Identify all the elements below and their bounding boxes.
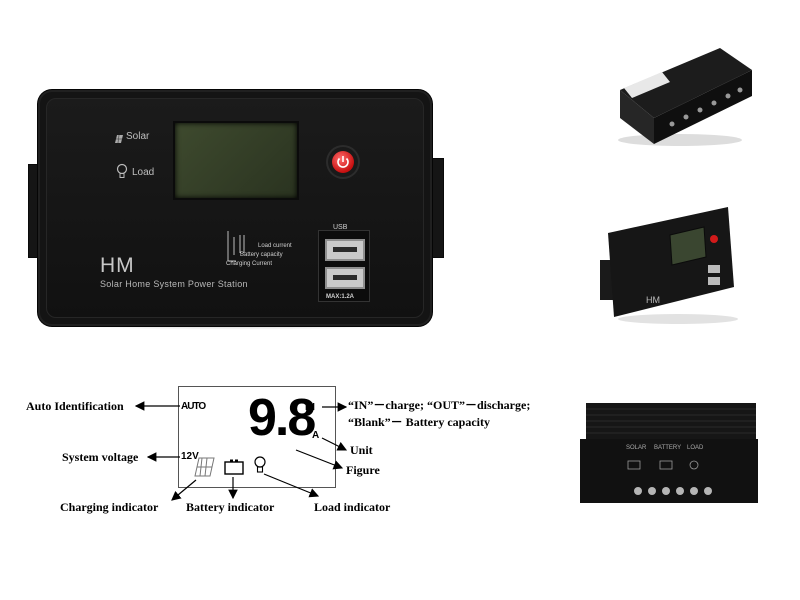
usb-max-label: MAX:1.2A [326,294,355,300]
controller-terminal-image [580,403,758,503]
lcd-auto-text: AUTO [181,401,206,412]
terminal-battery-label: BATTERY [654,445,682,451]
thumbnail-terminal-side: SOLAR BATTERY LOAD [570,395,760,515]
load-bulb-icon [116,163,128,184]
legend-bars-icon [222,229,254,268]
power-button[interactable] [328,147,358,177]
lcd-screen [173,121,299,200]
usb-ports [318,230,370,302]
label-status-line-2: “Blank”－ Battery capacity [348,415,490,429]
label-unit: Unit [350,443,373,457]
lcd-voltage-text: 12V [181,451,199,462]
usb-port-top[interactable] [325,239,365,261]
solar-panel-icon [113,131,123,149]
label-status-line-1: “IN”－charge; “OUT”－discharge; [348,398,531,412]
product-tagline: Solar Home System Power Station [100,279,248,289]
battery-icon [224,459,244,480]
terminal-load-label: LOAD [687,445,704,451]
load-label: Load [132,167,155,178]
label-system-voltage: System voltage [62,450,139,464]
legend-load-current: Load current [258,243,292,249]
solar-label: Solar [126,131,150,142]
controller-front-angle-image [600,207,738,324]
thumbnail-front-angle: HM [600,205,750,325]
legend-charging-current: Charging Current [226,261,273,267]
label-figure: Figure [346,463,380,477]
label-load-indicator: Load indicator [314,500,391,514]
power-icon [332,151,354,173]
lcd-in-text: IN [305,402,315,413]
label-auto-identification: Auto Identification [26,399,124,413]
label-charging-indicator: Charging indicator [60,500,159,514]
usb-label: USB [333,224,348,231]
lcd-unit-text: A [312,430,320,441]
usb-port-bottom[interactable] [325,267,365,289]
controller-top-angle-image [618,48,752,146]
solar-charge-controller: Solar Load Load current Battery capacity… [38,90,432,326]
thumbnail-top-angle [610,40,760,150]
label-battery-indicator: Battery indicator [186,500,275,514]
brand-name: HM [100,254,135,277]
charging-panel-icon [193,457,215,482]
lcd-figure-text: 9.8 [248,389,316,447]
legend-battery-capacity: Battery capacity [240,252,283,258]
terminal-solar-label: SOLAR [626,445,647,451]
thumbnail-brand: HM [646,295,660,305]
load-indicator-bulb-icon [254,456,266,479]
